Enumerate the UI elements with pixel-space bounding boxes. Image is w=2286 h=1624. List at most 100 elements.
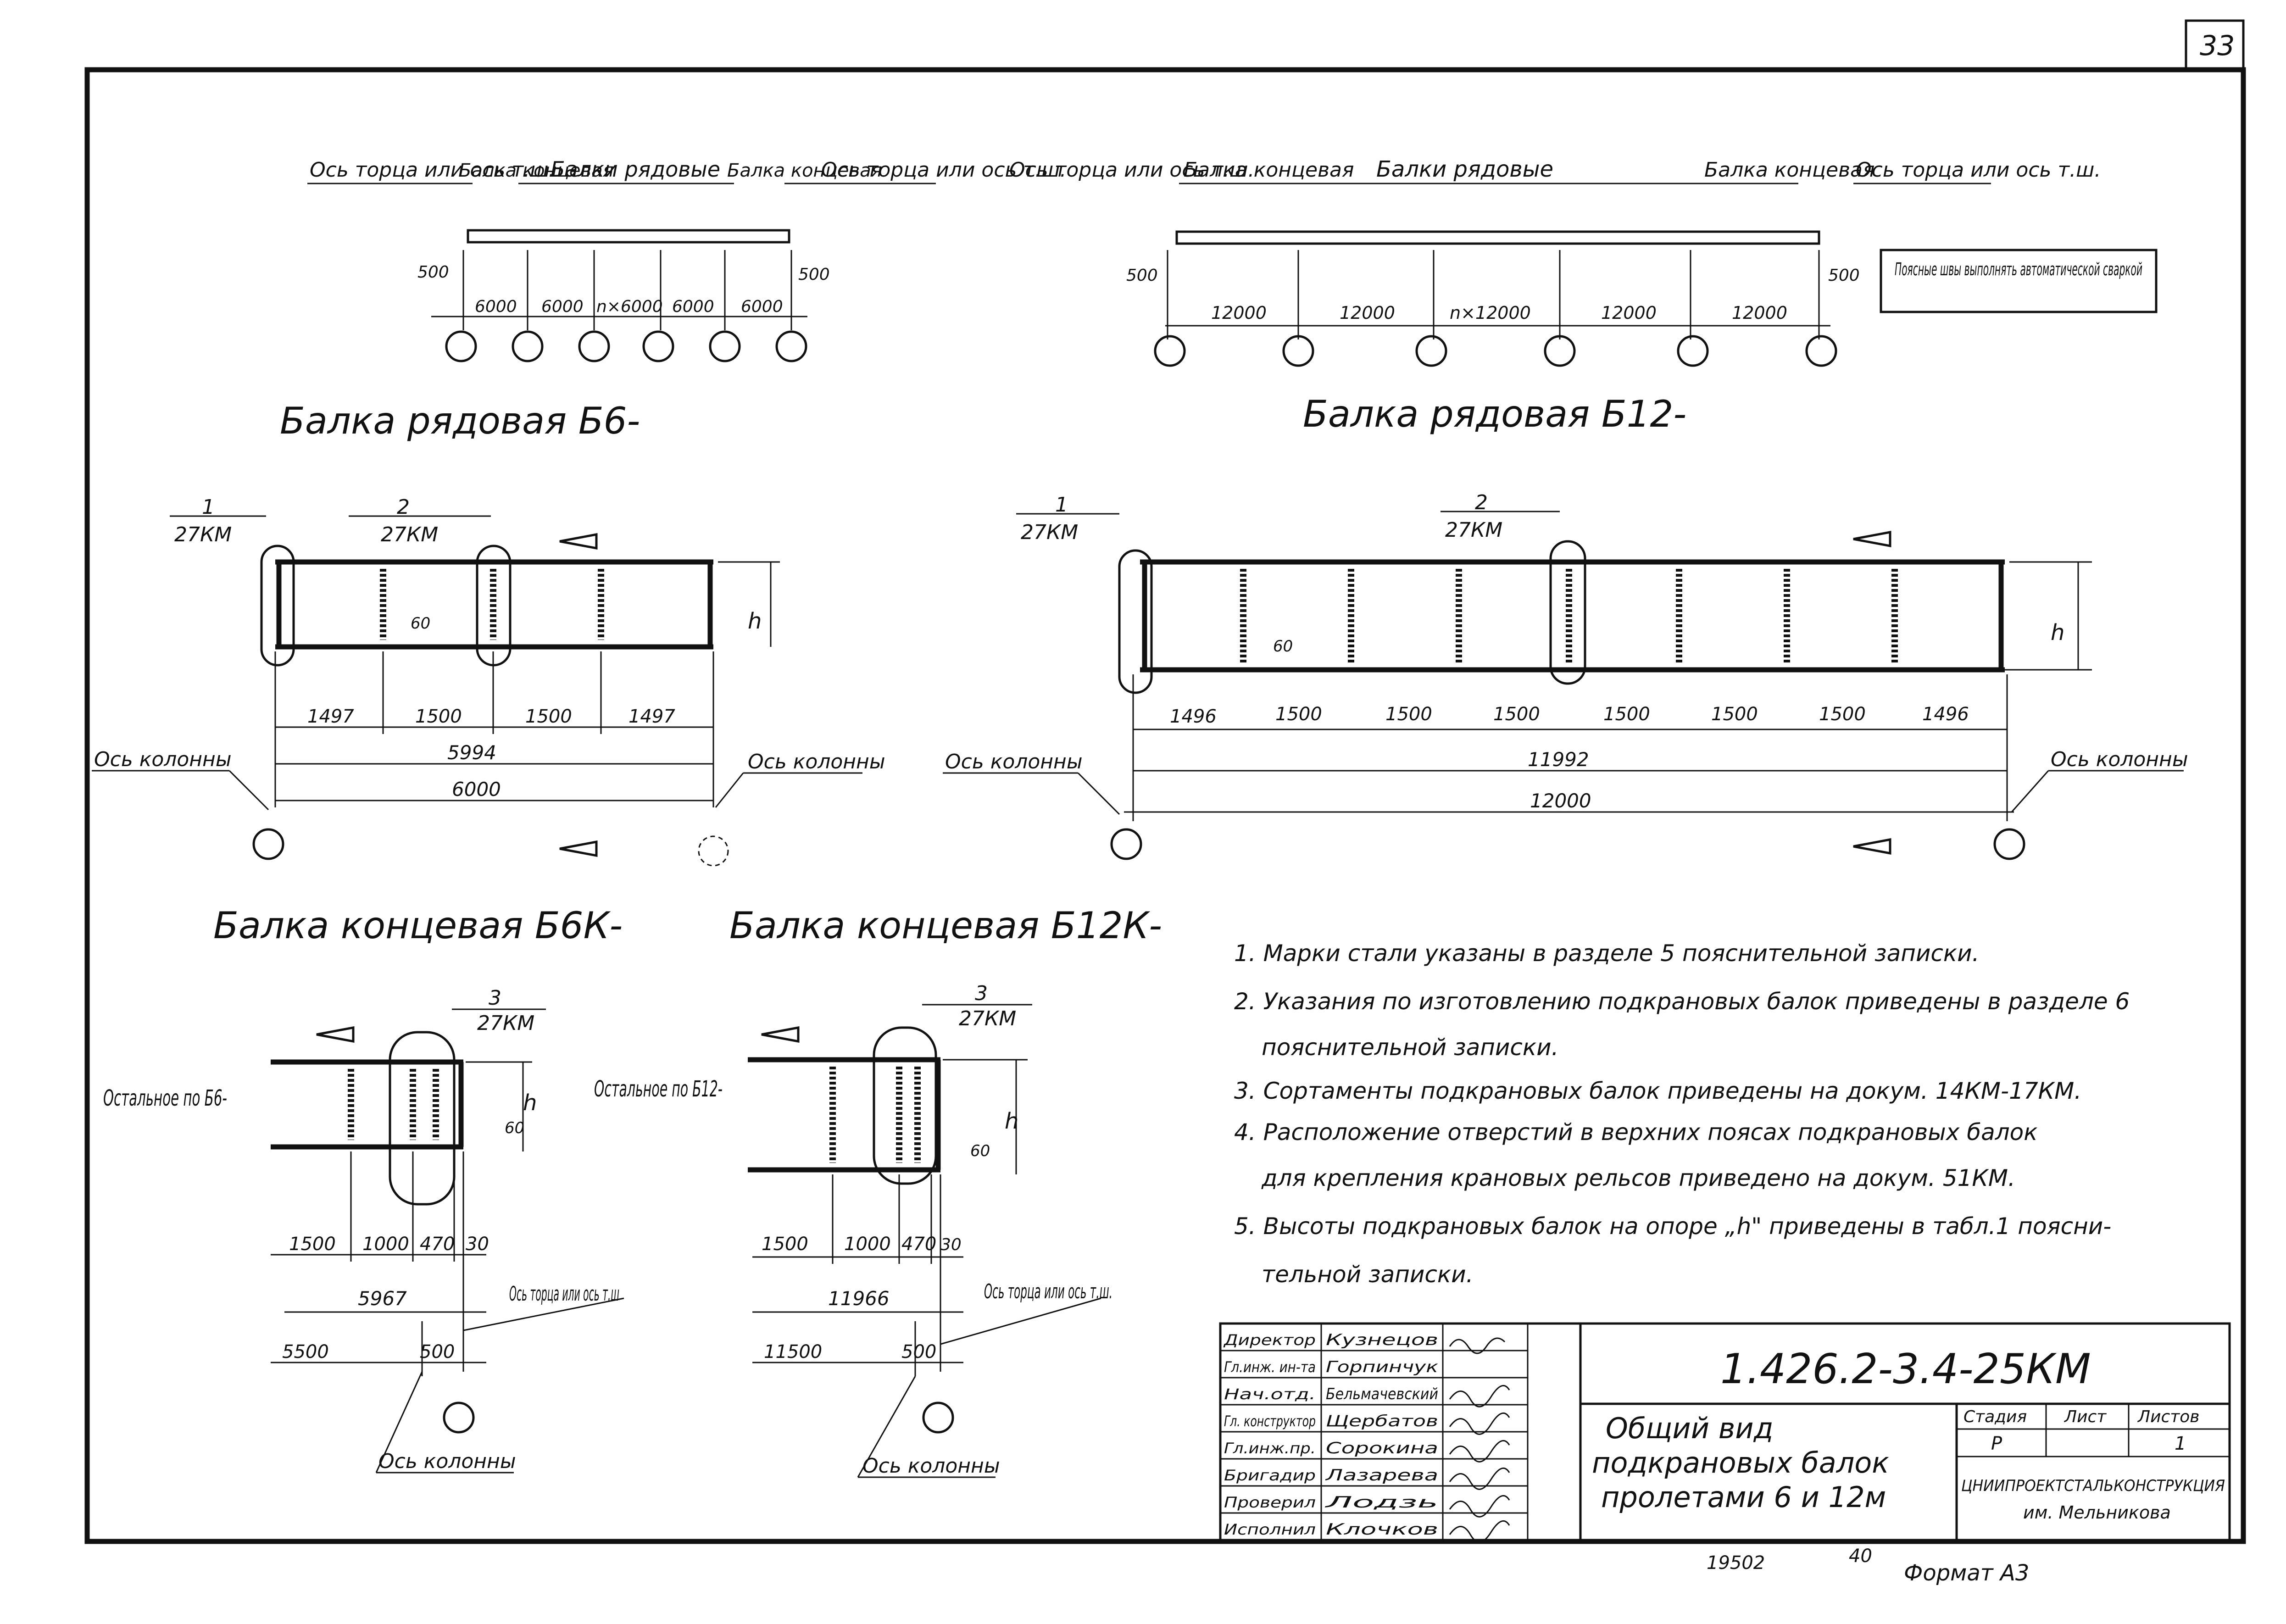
- staff-role: Директор: [1223, 1331, 1316, 1349]
- plan-b12-axis-end-right: Ось торца или ось т.ш.: [1856, 158, 2101, 182]
- bay-dim: 1500: [1385, 704, 1432, 725]
- staff-role: Бригадир: [1224, 1467, 1316, 1484]
- column-axis-marker: [1282, 335, 1314, 367]
- sheet-number: 33: [2200, 30, 2235, 62]
- axis-column-right: Ось колонны: [2051, 748, 2188, 771]
- dim-500: 500: [420, 1341, 455, 1363]
- total-length: 11966: [828, 1287, 890, 1310]
- column-axis-marker: [445, 330, 477, 362]
- note-line: 1. Марки стали указаны в разделе 5 поясн…: [1234, 940, 1980, 967]
- b12-row-title: Балка рядовая Б12-: [1303, 393, 1686, 435]
- bay-dim: 470: [420, 1234, 455, 1255]
- callout-number: 3: [975, 982, 988, 1005]
- bay-dim: 1500: [762, 1234, 808, 1255]
- plan-b12-dim-500-right: 500: [1828, 266, 1860, 285]
- drawing-title-line: Общий вид: [1606, 1412, 1773, 1445]
- plan-b12-row-beams: Балки рядовые: [1376, 156, 1553, 182]
- dim-60: 60: [1273, 637, 1293, 656]
- callout-ref: 27КМ: [1445, 518, 1502, 542]
- staff-name: Кузнецов: [1326, 1331, 1438, 1349]
- column-axis-marker: [922, 1402, 954, 1434]
- bay-dim: 1500: [1819, 704, 1866, 725]
- bay-dim: 1500: [1603, 704, 1650, 725]
- plan-b6-span: 6000: [741, 297, 783, 316]
- plan-b6-dim-500-left: 500: [417, 263, 449, 282]
- sheet-label: Лист: [2064, 1407, 2107, 1426]
- column-axis-marker: [578, 330, 610, 362]
- staff-role: Нач.отд.: [1224, 1385, 1316, 1403]
- plan-b6-span: 6000: [672, 297, 714, 316]
- plan-b6-axis-end-right: Ось торца или ось т.ш.: [821, 158, 1066, 182]
- axis-end: Ось торца или ось т.ш.: [984, 1280, 1112, 1303]
- bay-dim: 1500: [1711, 704, 1758, 725]
- callout-ref: 27КМ: [174, 523, 232, 546]
- plan-b6-span: 6000: [541, 297, 584, 316]
- bay-dim: 1500: [289, 1234, 336, 1255]
- signature: [1449, 1413, 1510, 1435]
- plan-b12-end-beam-left: Балка концевая: [1184, 158, 1354, 182]
- axis-column: Ось колонны: [862, 1454, 1000, 1478]
- axis-span: 6000: [452, 778, 501, 801]
- dim-60: 60: [970, 1142, 990, 1160]
- org-name: ЦНИИПРОЕКТСТАЛЬКОНСТРУКЦИЯ: [1961, 1477, 2225, 1495]
- note-line: 3. Сортаменты подкрановых балок приведен…: [1234, 1078, 2081, 1104]
- org-name-sub: им. Мельникова: [2023, 1502, 2171, 1523]
- column-axis-marker: [1805, 335, 1837, 367]
- note-line: для крепления крановых рельсов приведено…: [1261, 1165, 2015, 1191]
- footer-num-left: 19502: [1707, 1552, 1765, 1574]
- plan-b6: Ось торца или ось т.ш. Балка концевая Ба…: [307, 157, 1066, 362]
- column-axis-marker: [642, 330, 674, 362]
- signature: [1449, 1520, 1510, 1543]
- callout-number: 3: [489, 986, 501, 1010]
- staff-name: Сорокина: [1326, 1439, 1438, 1457]
- b6-row-elevation: 1 27КМ 2 27КМ 60 h 1497 1500 1500 1497 5…: [92, 495, 885, 867]
- sheets-value: 1: [2175, 1433, 2186, 1454]
- b6-end-title: Балка концевая Б6К-: [213, 904, 623, 947]
- bay-dim: 30: [940, 1235, 962, 1254]
- bay-dim: 470: [901, 1234, 936, 1255]
- plan-b12-axis-end-left: Ось торца или ось т.ш.: [1009, 158, 1254, 182]
- bay-dim: 1000: [362, 1234, 409, 1255]
- signature: [1449, 1337, 1506, 1354]
- axis-column: Ось колонны: [378, 1450, 516, 1473]
- plan-b12-end-beam-right: Балка концевая: [1704, 158, 1874, 182]
- side-note: Остальное по Б6-: [103, 1085, 227, 1111]
- side-note: Остальное по Б12-: [594, 1076, 723, 1102]
- column-axis-marker: [1544, 335, 1576, 367]
- total-length: 5967: [358, 1287, 407, 1310]
- dim-h: h: [2051, 620, 2064, 645]
- axis-span: 12000: [1530, 790, 1591, 812]
- signature: [1449, 1440, 1510, 1463]
- signature: [1449, 1495, 1510, 1518]
- callout-ref: 27КМ: [477, 1012, 534, 1035]
- staff-role: Гл.инж. ин-та: [1224, 1358, 1316, 1376]
- stage-label: Стадия: [1963, 1407, 2027, 1426]
- staff-name: Клочков: [1326, 1520, 1438, 1539]
- b6-end-elevation: Остальное по Б6- 3 27КМ 60 h 1500 1000 4…: [103, 986, 624, 1474]
- note-line: 4. Расположение отверстий в верхних пояс…: [1234, 1119, 2037, 1146]
- b12-end-elevation: Остальное по Б12- 3 27КМ 60 h 1500 1000 …: [594, 982, 1112, 1478]
- note-line: тельной записки.: [1262, 1261, 1473, 1288]
- callout-number: 1: [1055, 493, 1068, 517]
- note-line: 5. Высоты подкрановых балок на опоре „h"…: [1234, 1213, 2111, 1240]
- column-axis-marker: [1993, 828, 2025, 860]
- column-axis-marker: [698, 835, 729, 867]
- bay-dim: 1500: [1275, 704, 1322, 725]
- signature: [1449, 1385, 1510, 1407]
- dim-h: h: [523, 1090, 537, 1116]
- signature: [1449, 1468, 1510, 1490]
- axis-column-right: Ось колонны: [748, 750, 885, 773]
- b6-row-title: Балка рядовая Б6-: [280, 400, 640, 442]
- doc-code: 1.426.2-3.4-25КМ: [1720, 1345, 2091, 1393]
- plan-b12: Ось торца или ось т.ш. Балка концевая Ба…: [1009, 156, 2101, 367]
- drawing-title-line: пролетами 6 и 12м: [1601, 1480, 1886, 1514]
- callout-ref: 27КМ: [381, 523, 438, 546]
- general-notes: 1. Марки стали указаны в разделе 5 поясн…: [1234, 940, 2130, 1288]
- sheet-number-box: [2185, 19, 2245, 71]
- bay-dim: 1500: [525, 706, 572, 727]
- staff-name: Лодзь: [1324, 1493, 1438, 1512]
- dim-60: 60: [411, 614, 430, 633]
- weld-note: Поясные швы выполнять автоматической сва…: [1895, 259, 2142, 279]
- column-axis-marker: [709, 330, 741, 362]
